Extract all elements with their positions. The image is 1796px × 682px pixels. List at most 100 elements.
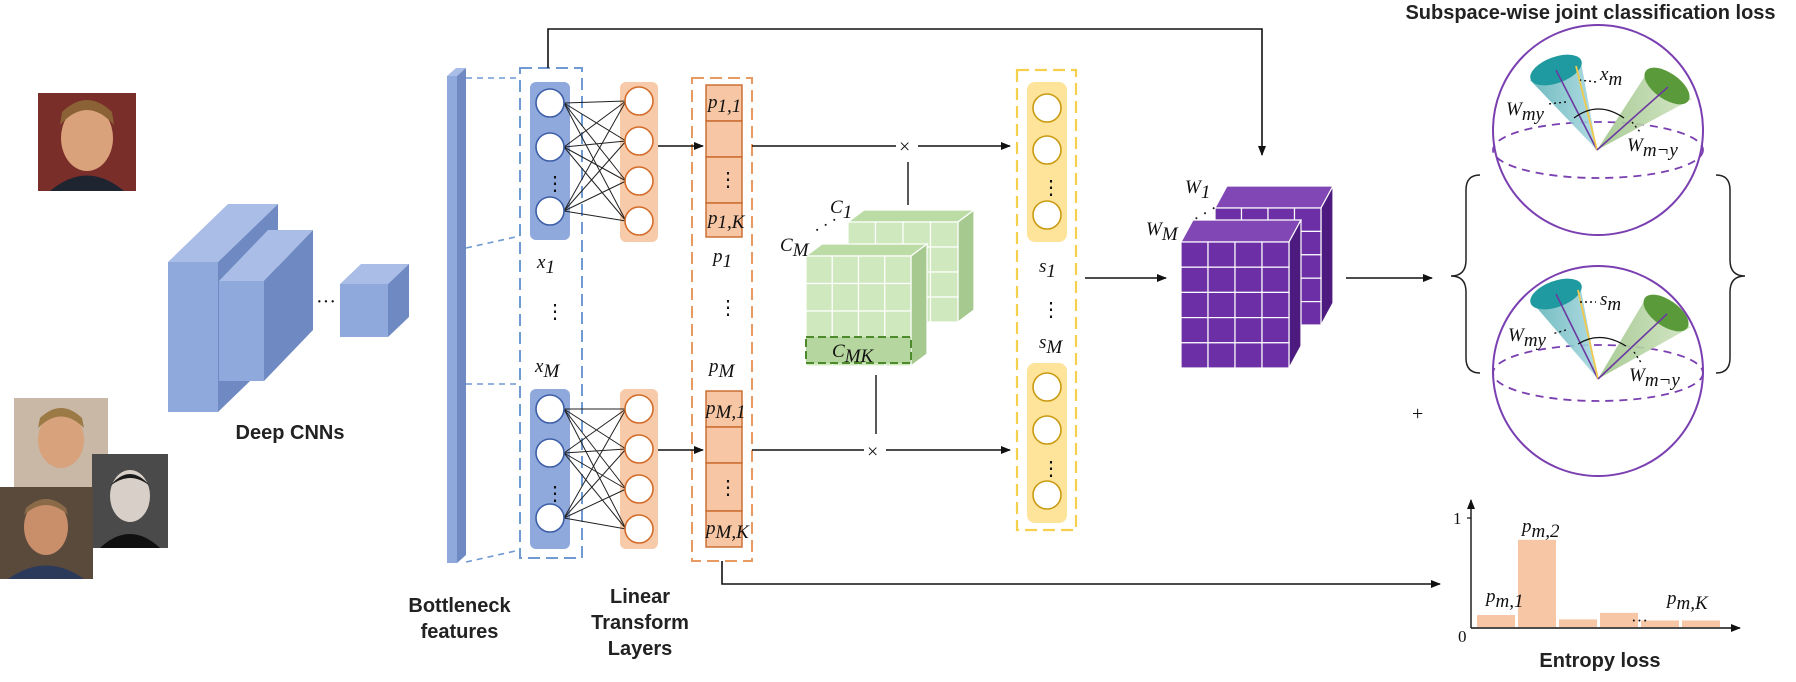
connection-line: [563, 408, 627, 454]
linear-neuron: [624, 166, 654, 196]
connection-line: [563, 488, 627, 519]
entropy-bar: [1641, 620, 1679, 627]
svg-text:s1: s1: [1039, 256, 1056, 282]
vdots-p1: ⋮: [718, 169, 738, 191]
vdots-p-middle: ⋮: [718, 297, 738, 319]
label-p11: p1,1: [706, 92, 741, 117]
C1-tensor-top-face: [846, 209, 976, 223]
CM-tensor-top-face: [804, 243, 929, 257]
CM-tensor-cell: [805, 310, 833, 340]
linear-column-bottom: [620, 389, 658, 549]
connection-line: [563, 100, 627, 148]
svg-text:W1: W1: [1185, 177, 1210, 203]
pM-cell-stack: [705, 390, 743, 548]
sphere-top: [1492, 24, 1704, 236]
label-sm: sm: [1600, 289, 1621, 315]
s-neuron: [1032, 372, 1062, 402]
x-neuron: [535, 132, 565, 162]
svg-text:WM: WM: [1146, 219, 1179, 245]
C1-tensor-cell: [929, 271, 959, 298]
CM-tensor-cell: [805, 282, 833, 312]
chart-bars: [1477, 539, 1720, 627]
face-image-group: [0, 398, 168, 579]
label-WM: WM: [1146, 219, 1179, 245]
arrow-x-to-W: [547, 28, 1266, 156]
connection-line: [563, 100, 627, 104]
face-image-top: [38, 93, 136, 191]
svg-text:Wmy: Wmy: [1508, 325, 1547, 351]
svg-text:C1: C1: [830, 197, 852, 223]
label-pmK: pm,K: [1665, 588, 1709, 614]
linear-neuron: [624, 434, 654, 464]
WM-tensor-cell: [1180, 342, 1209, 369]
chart-tick-label-zero: 0: [1458, 627, 1467, 646]
svg-text:pM,K: pM,K: [704, 518, 750, 543]
connection-line: [563, 408, 627, 519]
CM-tensor-cell: [884, 255, 912, 285]
CM-tensor-cell: [884, 310, 912, 340]
label-CMK: CMK: [832, 341, 875, 367]
x-features-frame: [519, 67, 583, 559]
connection-line: [563, 146, 627, 182]
WM-tensor-cell: [1180, 291, 1209, 319]
linear-neuron: [624, 474, 654, 504]
cnn-block-3: [340, 264, 409, 337]
svg-text:pm,K: pm,K: [1665, 588, 1709, 614]
WM-tensor-cell: [1207, 241, 1236, 268]
connection-line: [563, 102, 627, 142]
svg-text:xm: xm: [1599, 64, 1622, 90]
W1-tensor-side-face: [1320, 185, 1334, 326]
vdots-x-middle: ⋮: [545, 301, 565, 323]
bottleneck-bar: [447, 68, 466, 563]
vdots-x1: ⋮: [545, 173, 565, 195]
C1-tensor-cell: [874, 221, 904, 248]
CM-tensor-cell: [831, 282, 860, 312]
x-neuron: [535, 503, 565, 533]
x-neuron: [535, 438, 565, 468]
label-entropy-loss: Entropy loss: [1539, 650, 1661, 672]
label-p1K: p1,K: [706, 208, 746, 233]
connection-line: [563, 408, 627, 530]
vdots-xM: ⋮: [545, 483, 565, 505]
connection-line: [563, 102, 627, 182]
svg-text:sm: sm: [1600, 289, 1621, 315]
sphere-bottom: [1492, 265, 1704, 477]
linear-neuron: [624, 514, 654, 544]
s-neuron: [1032, 200, 1062, 230]
label-Wmy-2: Wmy: [1508, 325, 1547, 351]
WM-tensor-cell: [1261, 342, 1290, 369]
connection-line: [563, 146, 627, 222]
connection-line: [563, 452, 627, 490]
svg-text:sM: sM: [1039, 332, 1063, 358]
svg-text:pm,1: pm,1: [1484, 586, 1523, 612]
entropy-bar: [1600, 612, 1638, 627]
label-pM1: pM,1: [704, 398, 746, 423]
WM-tensor-cell: [1207, 317, 1236, 344]
label-xm: xm: [1599, 64, 1622, 90]
connection-line: [563, 517, 627, 530]
WM-tensor-cell: [1207, 266, 1236, 294]
W1-tensor-top-face: [1213, 185, 1335, 209]
label-s1: s1: [1039, 256, 1056, 282]
label-Wmy: Wmy: [1506, 99, 1545, 125]
connection-line: [563, 448, 627, 454]
cnn-ellipsis: ···: [316, 291, 336, 313]
entropy-bar: [1518, 539, 1556, 627]
svg-text:CMK: CMK: [832, 341, 875, 367]
entropy-bar: [1477, 615, 1515, 627]
label-Wm-not-y: Wm¬y: [1627, 135, 1678, 161]
linear-neuron: [624, 126, 654, 156]
svg-text:Wm¬y: Wm¬y: [1629, 365, 1680, 391]
svg-text:pm,2: pm,2: [1520, 516, 1560, 542]
WM-tensor-cell: [1234, 241, 1263, 268]
WM-tensor-cell: [1180, 241, 1209, 268]
arrow-p-to-entropy: [721, 561, 1441, 588]
CM-tensor-cell: [857, 255, 886, 285]
C1-tensor-side-face: [957, 208, 975, 324]
WM-tensor-cell: [1234, 317, 1263, 344]
svg-text:p1,1: p1,1: [706, 92, 741, 117]
s-neurons: [1032, 93, 1062, 510]
label-subspace-loss: Subspace-wise joint classification loss: [1405, 2, 1776, 24]
vdots-sM: ⋮: [1041, 458, 1061, 480]
chart-tick-label-one: 1: [1453, 509, 1462, 528]
